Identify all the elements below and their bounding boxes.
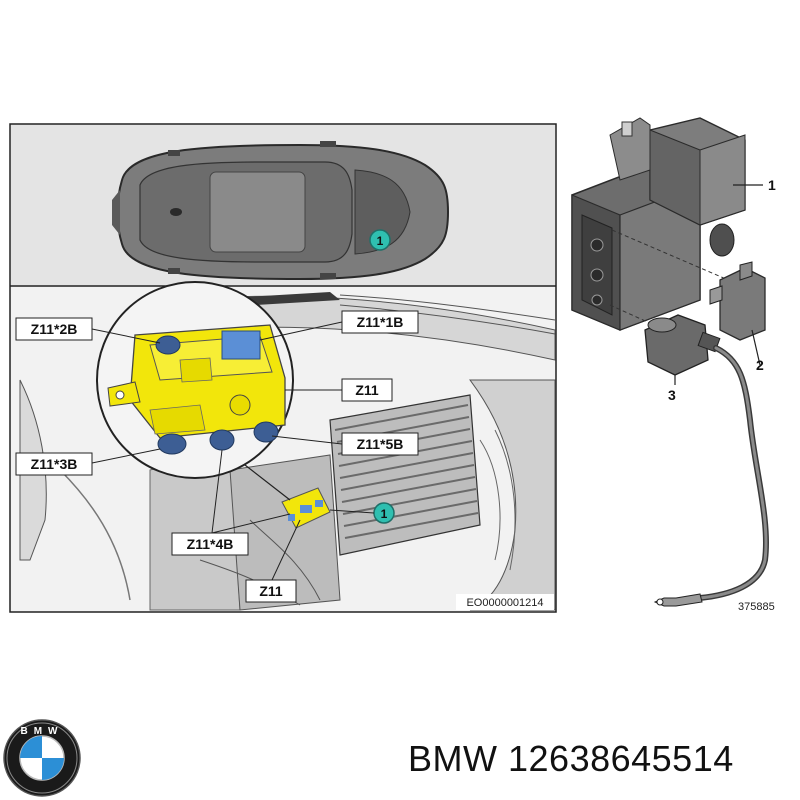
callout-z11-main: Z11 (355, 382, 379, 398)
image-reference-code: EO0000001214 (466, 597, 543, 609)
bmw-logo: BMW (3, 719, 81, 797)
callout-box-z11-5b (341, 432, 419, 456)
bmw-logo-lettering: BMW (21, 726, 64, 737)
callout-z11-4b: Z11*4B (187, 536, 234, 552)
callout-box-z11 (341, 378, 393, 402)
car-top-view: 1 (112, 141, 450, 281)
fuse-box-highlight-small (281, 487, 331, 529)
connector-3b-icon (157, 433, 187, 455)
callout-box-z11-4b (171, 532, 249, 556)
callout-z11-3b: Z11*3B (31, 456, 78, 472)
location-marker-icon (369, 229, 391, 251)
callout-z11-bottom: Z11 (259, 583, 283, 599)
callouts: Z11*2B Z11*1B Z11 Z11*5B Z11*3B Z11*4B Z… (15, 310, 554, 610)
callout-box-z11-3b (15, 452, 93, 476)
connector-4b-icon (209, 429, 235, 451)
part-number-2: 2 (756, 357, 764, 373)
product-caption: BMW 12638645514 (408, 738, 788, 788)
callout-box-z11-bottom (245, 579, 297, 603)
connector-5b-icon (253, 421, 279, 443)
part-number-1: 1 (768, 177, 776, 193)
location-marker-label: 1 (377, 234, 384, 248)
part-number: 12638645514 (508, 738, 734, 779)
location-marker-label-2: 1 (381, 507, 388, 521)
part-number-3: 3 (668, 387, 676, 403)
connector-1b-icon (221, 330, 261, 360)
callout-z11-1b: Z11*1B (357, 314, 404, 330)
part-reference-code: 375885 (738, 601, 775, 613)
brand-name: BMW (408, 738, 498, 779)
callout-z11-5b: Z11*5B (357, 436, 404, 452)
callout-z11-2b: Z11*2B (31, 321, 78, 337)
fuse-box-detail (107, 324, 286, 455)
zoom-detail-circle (96, 281, 294, 501)
callout-box-z11-2b (15, 317, 93, 341)
callout-box-z11-1b (341, 310, 419, 334)
connector-2b-icon (155, 335, 181, 355)
part-exploded-view: 1 2 3 375885 (571, 117, 776, 613)
